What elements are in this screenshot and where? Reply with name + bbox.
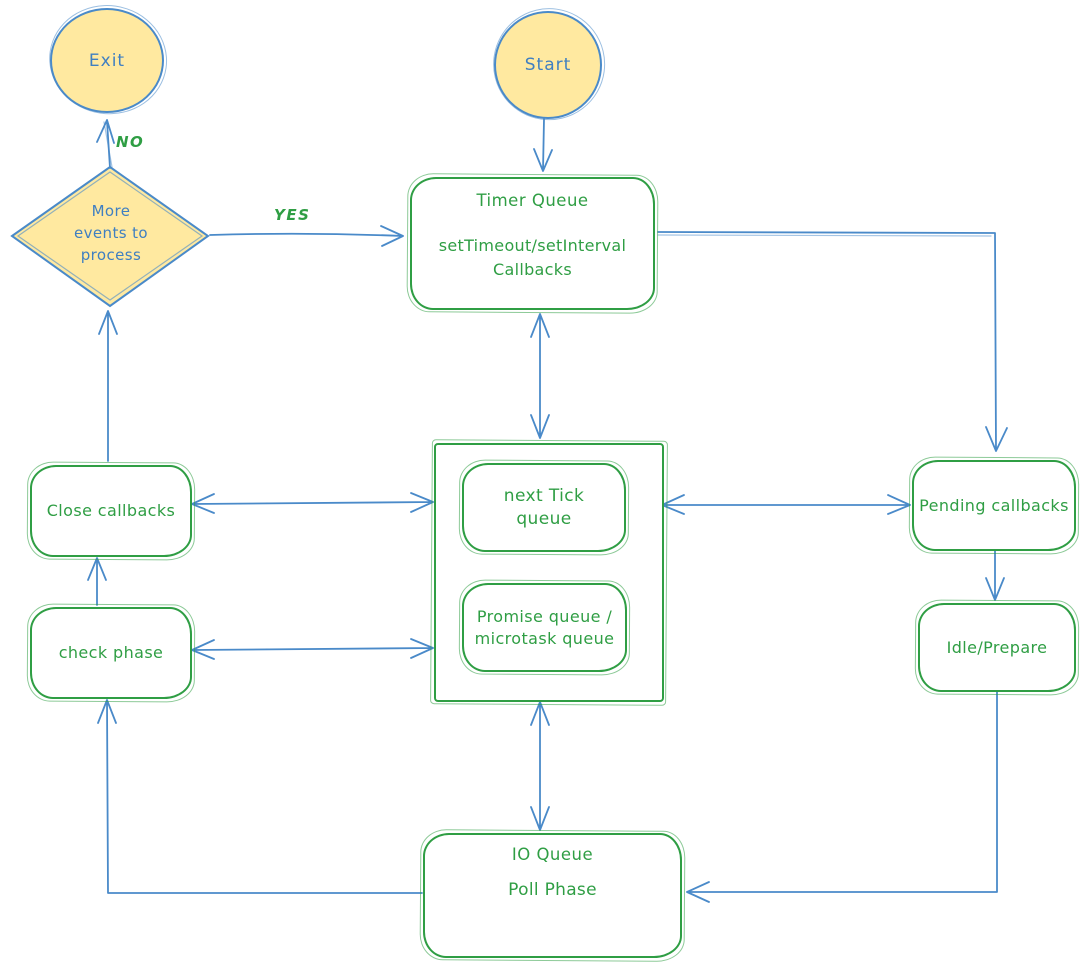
pending-callbacks-node: Pending callbacks — [912, 460, 1076, 551]
timer-queue-node: Timer Queue setTimeout/setInterval Callb… — [410, 177, 655, 310]
arrow-pending-to-idle — [985, 548, 1005, 601]
decision-diamond-shape — [10, 165, 210, 308]
arrow-idle-to-io — [686, 690, 998, 903]
decision-diamond-outline — [16, 171, 204, 301]
promise-queue-node: Promise queue / microtask queue — [462, 583, 627, 672]
idle-prepare-node: Idle/Prepare — [918, 603, 1076, 692]
arrow-timer-container-bidir — [530, 313, 550, 439]
arrow-decision-to-timer — [209, 225, 404, 247]
arrow-timer-to-pending-sketch — [657, 234, 992, 237]
pending-callbacks-label: Pending callbacks — [919, 495, 1069, 515]
arrow-io-to-check — [97, 699, 423, 894]
idle-prepare-label: Idle/Prepare — [946, 637, 1048, 657]
arrow-io-container-bidir — [530, 701, 550, 831]
arrow-decision-to-exit-sketch — [103, 121, 113, 168]
arrow-close-container-bidir — [191, 492, 434, 514]
exit-label: Exit — [88, 50, 126, 71]
decision-label: More events to process — [74, 202, 148, 264]
io-queue-node: IO Queue Poll Phase — [423, 833, 682, 958]
arrow-close-to-decision — [98, 310, 118, 462]
arrow-check-container-bidir — [191, 638, 434, 660]
timer-queue-line1: setTimeout/setInterval — [438, 236, 627, 255]
next-tick-queue-label: next Tick queue — [503, 485, 585, 529]
arrow-container-pending-bidir — [661, 494, 911, 515]
close-callbacks-label: Close callbacks — [46, 501, 176, 521]
start-label: Start — [524, 55, 572, 75]
next-tick-queue-node: next Tick queue — [462, 463, 626, 552]
timer-queue-title: Timer Queue — [476, 191, 589, 210]
timer-queue-callbacks: setTimeout/setInterval Callbacks — [439, 234, 627, 282]
io-queue-subtitle: Poll Phase — [508, 880, 597, 900]
arrow-timer-to-pending — [657, 231, 1008, 452]
arrow-start-to-timer — [533, 118, 553, 172]
close-callbacks-node: Close callbacks — [30, 465, 192, 557]
check-phase-node: check phase — [30, 607, 192, 699]
start-terminal: Start — [494, 11, 602, 119]
timer-queue-line2: Callbacks — [493, 260, 572, 279]
exit-terminal: Exit — [50, 8, 164, 113]
edge-label-yes: YES — [274, 206, 311, 224]
check-phase-label: check phase — [58, 643, 164, 663]
promise-queue-label: Promise queue / microtask queue — [474, 606, 615, 648]
edge-label-no: NO — [116, 133, 145, 151]
io-queue-title: IO Queue — [511, 845, 594, 864]
arrow-check-to-close — [87, 557, 107, 606]
